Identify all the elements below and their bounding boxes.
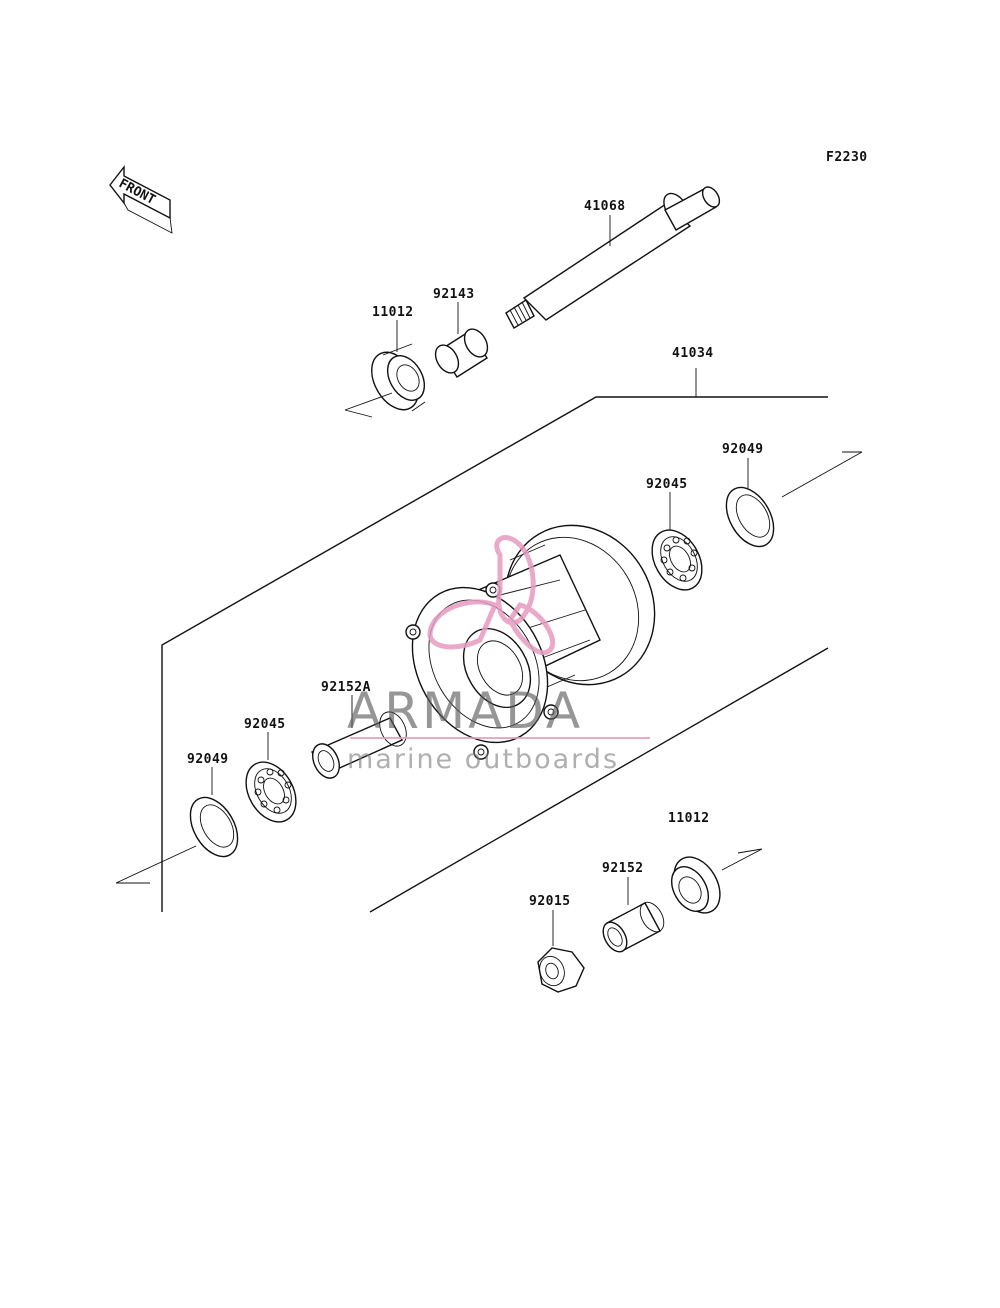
spacer-92143 — [434, 328, 489, 378]
diagram-code: F2230 — [826, 150, 868, 165]
nut-92015 — [537, 947, 585, 993]
leader-lines — [211, 215, 749, 946]
bearing-92045-right — [651, 529, 703, 591]
collar-11012-bottom — [670, 856, 721, 914]
part-label-92045-left[interactable]: 92045 — [244, 717, 286, 732]
part-label-92049-left[interactable]: 92049 — [187, 752, 229, 767]
bearing-92045-left — [245, 761, 297, 823]
seal-92049-right — [725, 486, 775, 548]
part-label-11012-top[interactable]: 11012 — [372, 305, 414, 320]
part-label-92143[interactable]: 92143 — [433, 287, 475, 302]
spacer-92152A — [311, 711, 407, 779]
propeller-icon — [427, 535, 556, 656]
front-arrow-icon: FRONT — [109, 164, 173, 234]
part-label-92152[interactable]: 92152 — [602, 861, 644, 876]
front-label: FRONT — [116, 176, 158, 208]
part-label-92152A[interactable]: 92152A — [321, 680, 371, 695]
part-labels: 41068 92143 11012 41034 92049 92045 9215… — [187, 199, 764, 909]
part-label-92049-right[interactable]: 92049 — [722, 442, 764, 457]
collar-11012-top — [371, 343, 426, 412]
watermark-brand: ARMADA — [347, 682, 583, 740]
spacer-92152 — [602, 901, 665, 953]
part-label-41034[interactable]: 41034 — [672, 346, 714, 361]
axis-line-right — [781, 451, 863, 498]
axis-line-left — [115, 845, 197, 884]
wheel-bracket-frame-bottom — [369, 647, 829, 913]
part-label-92015[interactable]: 92015 — [529, 894, 571, 909]
wheel-hub-41034 — [405, 524, 656, 760]
watermark-tagline: marine outboards — [347, 744, 619, 775]
seal-92049-left — [189, 796, 239, 858]
part-label-92045-right[interactable]: 92045 — [646, 477, 688, 492]
watermark-logo: ARMADA marine outboards — [347, 535, 650, 775]
axis-line-bottom-right — [721, 848, 763, 871]
axle-41068 — [505, 186, 721, 329]
wheel-bracket-frame — [161, 396, 828, 912]
axis-line-top — [344, 392, 393, 418]
part-label-41068[interactable]: 41068 — [584, 199, 626, 214]
part-label-11012-bottom[interactable]: 11012 — [668, 811, 710, 826]
